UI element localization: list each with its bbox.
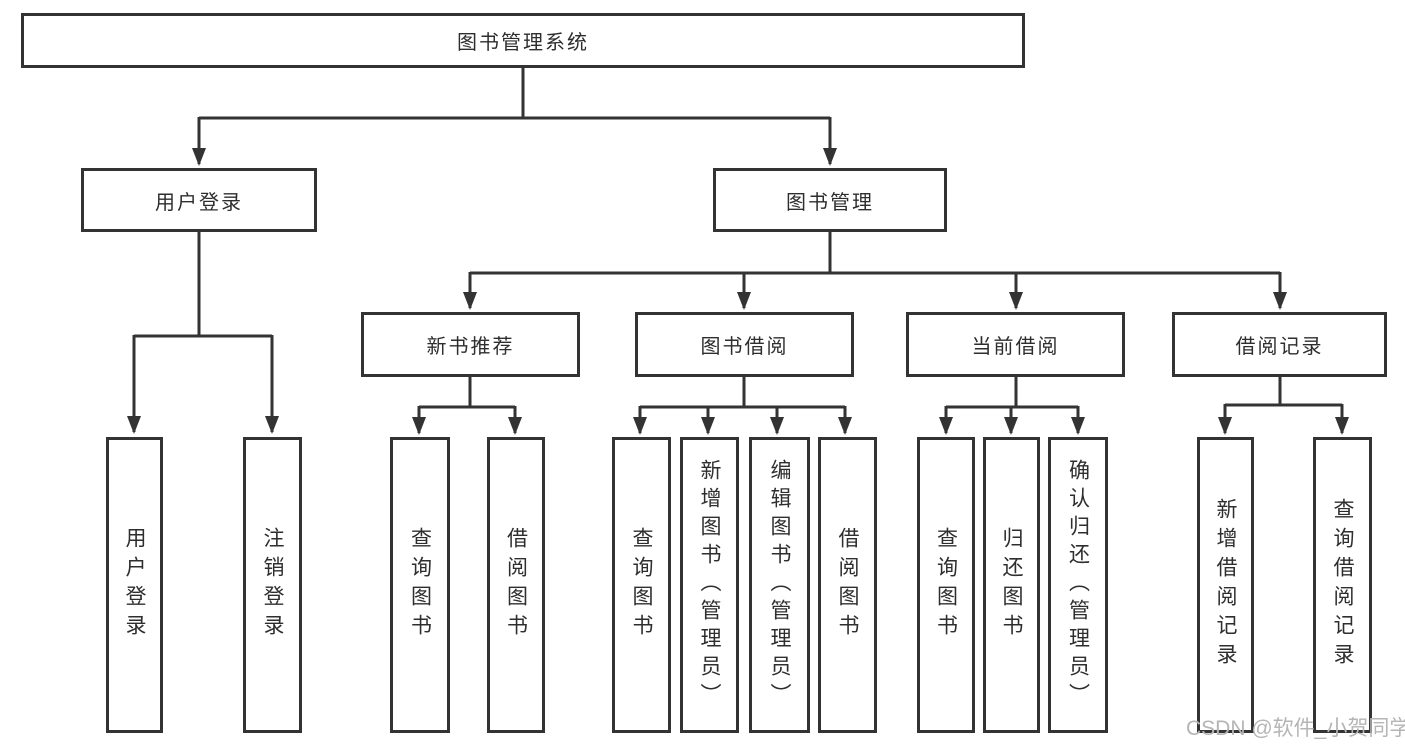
node-borrow-records: 借阅记录	[1172, 312, 1387, 377]
node-query-books-current: 查询图书	[917, 437, 975, 733]
node-add-books-admin: 新增图书（管理员）	[680, 437, 739, 733]
node-book-borrowing: 图书借阅	[635, 312, 854, 377]
node-user-login: 用户登录	[106, 437, 163, 733]
node-query-borrow-record: 查询借阅记录	[1313, 437, 1372, 733]
node-confirm-return-admin: 确认归还（管理员）	[1048, 437, 1108, 733]
node-add-borrow-record: 新增借阅记录	[1197, 437, 1254, 733]
node-logout: 注销登录	[243, 437, 302, 733]
node-return-books: 归还图书	[983, 437, 1040, 733]
node-book-management: 图书管理	[713, 168, 947, 232]
node-query-books-recommend: 查询图书	[390, 437, 450, 733]
node-library-system: 图书管理系统	[21, 13, 1025, 68]
node-user-login-group: 用户登录	[81, 168, 317, 232]
node-borrow-books-recommend: 借阅图书	[487, 437, 545, 733]
node-current-borrowing: 当前借阅	[906, 312, 1125, 377]
node-new-book-recommend: 新书推荐	[361, 312, 580, 377]
node-borrow-books-borrowing: 借阅图书	[818, 437, 877, 733]
node-query-books-borrowing: 查询图书	[612, 437, 671, 733]
node-edit-books-admin: 编辑图书（管理员）	[749, 437, 810, 733]
watermark: CSDN @软件_小贺同学	[1186, 717, 1405, 740]
